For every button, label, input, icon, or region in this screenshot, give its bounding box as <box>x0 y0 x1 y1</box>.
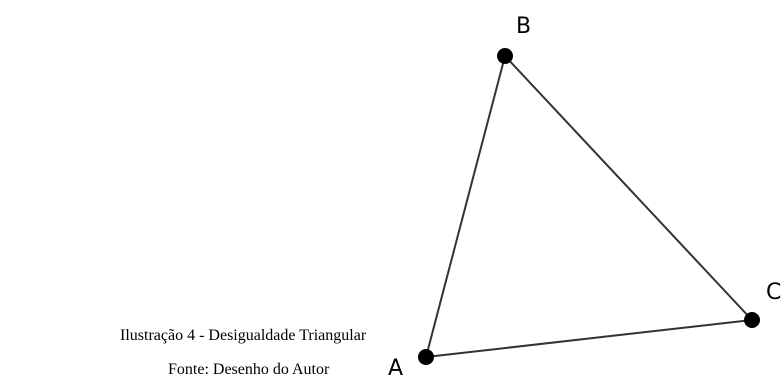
vertex-label-c: C <box>766 280 781 305</box>
vertex-point-b <box>497 48 513 64</box>
vertex-label-a: A <box>388 356 403 376</box>
edge-a-b <box>425 55 506 358</box>
figure-caption: Ilustração 4 - Desigualdade Triangular <box>120 327 367 344</box>
vertex-point-c <box>744 312 760 328</box>
vertex-label-b: B <box>516 14 531 39</box>
edge-c-a <box>425 319 753 358</box>
edge-b-c <box>504 55 753 321</box>
figure-source: Fonte: Desenho do Autor <box>168 361 330 378</box>
vertex-point-a <box>418 349 434 365</box>
